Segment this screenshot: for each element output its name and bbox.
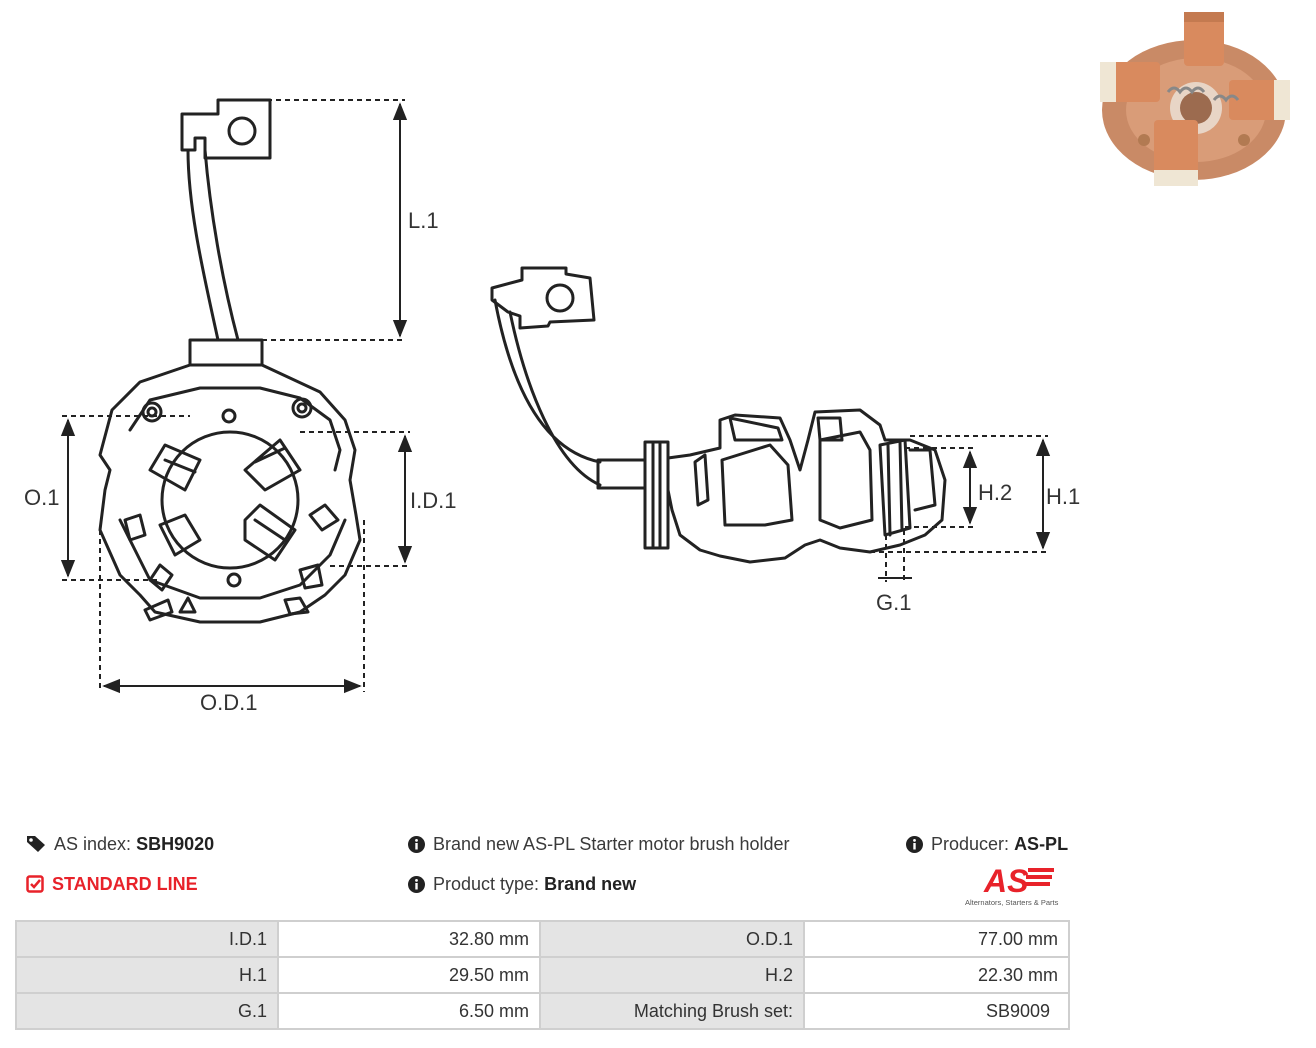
- plate-outline: [98, 363, 362, 624]
- label-g1: G.1: [876, 590, 911, 615]
- spec-label: Matching Brush set:: [539, 992, 805, 1030]
- side-wire: [493, 298, 602, 487]
- product-type-label: Product type:: [433, 874, 540, 894]
- as-logo-tagline: Alternators, Starters & Parts: [965, 898, 1059, 907]
- as-logo-mark: AS: [983, 863, 1029, 899]
- as-index: AS index: SBH9020: [26, 834, 214, 855]
- spec-value: 6.50 mm: [277, 992, 541, 1030]
- info-icon: [906, 836, 923, 853]
- wire: [186, 148, 240, 342]
- label-o1: O.1: [24, 485, 59, 510]
- label-l1: L.1: [408, 208, 439, 233]
- label-od1: O.D.1: [200, 690, 257, 715]
- side-body: [666, 408, 947, 564]
- info-icon: [408, 876, 425, 893]
- spec-value: 32.80 mm: [277, 920, 541, 958]
- description: Brand new AS-PL Starter motor brush hold…: [408, 834, 790, 855]
- table-row: G.1 6.50 mm Matching Brush set: SB9009: [15, 992, 1070, 1030]
- product-type: Product type: Brand new: [408, 874, 636, 895]
- spec-value: 77.00 mm: [803, 920, 1070, 958]
- producer-value: AS-PL: [1014, 834, 1069, 854]
- tag-icon: [27, 836, 45, 852]
- info-icon: [408, 836, 425, 853]
- spec-label: H.1: [15, 956, 279, 994]
- as-index-label: AS index:: [54, 834, 132, 854]
- label-h2: H.2: [978, 480, 1012, 505]
- product-photo: [1100, 12, 1290, 186]
- label-id1: I.D.1: [410, 488, 456, 513]
- table-row: I.D.1 32.80 mm O.D.1 77.00 mm: [15, 920, 1070, 958]
- producer-label: Producer:: [931, 834, 1010, 854]
- check-square-icon: [26, 875, 44, 893]
- label-h1: H.1: [1046, 484, 1080, 509]
- as-logo: AS Alternators, Starters & Parts: [965, 863, 1059, 907]
- spec-label: G.1: [15, 992, 279, 1030]
- spec-table: I.D.1 32.80 mm O.D.1 77.00 mm H.1 29.50 …: [15, 920, 1070, 1030]
- technical-drawing: L.1 O.1 I.D.1 O.D.1 H.2 H.1 G.1: [24, 98, 1080, 715]
- spec-value[interactable]: SB9009: [803, 992, 1070, 1030]
- terminal-tab: [180, 98, 272, 160]
- spec-value: 22.30 mm: [803, 956, 1070, 994]
- description-text: Brand new AS-PL Starter motor brush hold…: [433, 834, 790, 854]
- producer: Producer: AS-PL: [906, 834, 1068, 855]
- product-type-value: Brand new: [544, 874, 637, 894]
- spec-label: H.2: [539, 956, 805, 994]
- spec-value: 29.50 mm: [277, 956, 541, 994]
- as-index-value: SBH9020: [136, 834, 215, 854]
- spec-label: O.D.1: [539, 920, 805, 958]
- table-row: H.1 29.50 mm H.2 22.30 mm: [15, 956, 1070, 994]
- spec-label: I.D.1: [15, 920, 279, 958]
- standard-line-label: STANDARD LINE: [52, 874, 198, 894]
- side-terminal-tab: [490, 266, 596, 330]
- standard-line: STANDARD LINE: [26, 874, 198, 895]
- central-ring: [160, 430, 300, 570]
